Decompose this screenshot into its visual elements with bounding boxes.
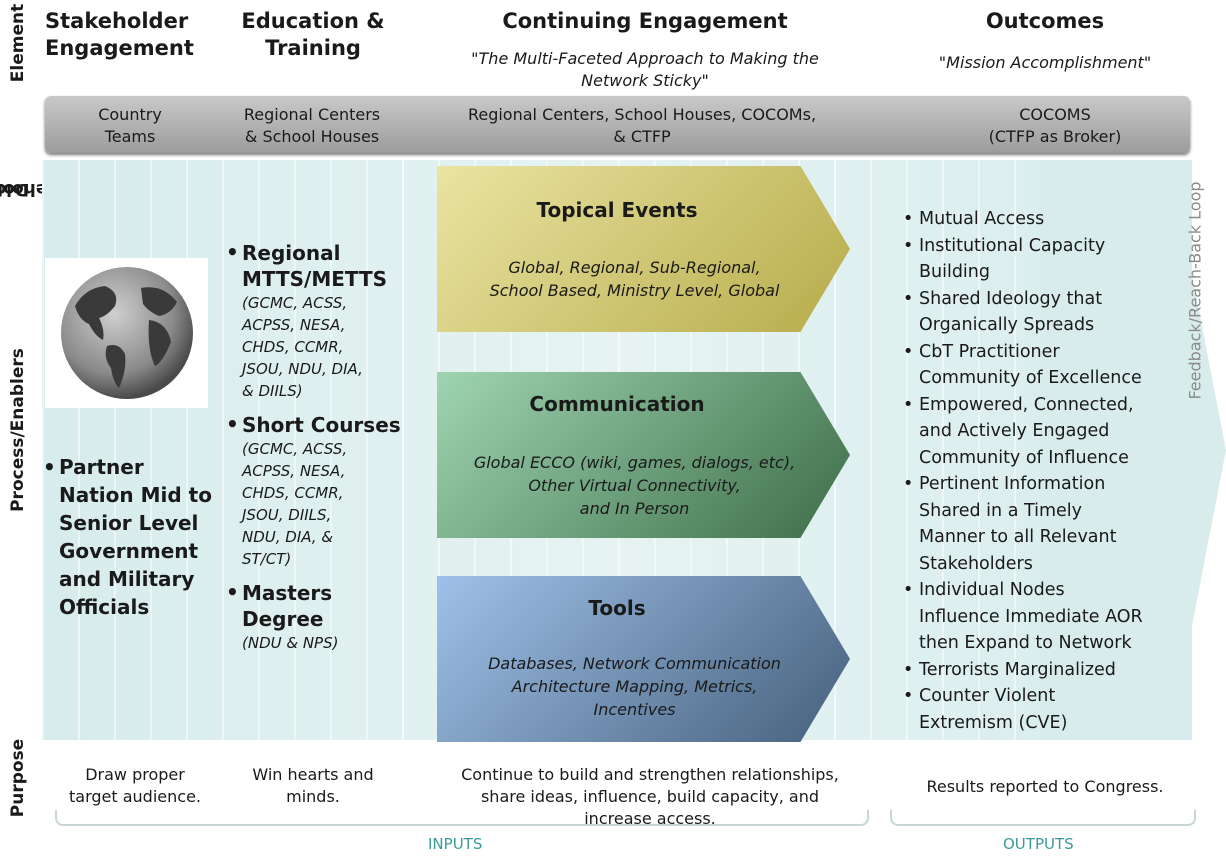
- dod-stakeholder-cocoms: COCOMS(CTFP as Broker): [988, 105, 1122, 146]
- dod-stakeholders-bar: [45, 96, 1190, 153]
- arrow-communication: [437, 372, 850, 538]
- header-continuing-engagement: Continuing Engagement: [502, 9, 788, 33]
- outputs-label: OUTPUTS: [1003, 835, 1074, 853]
- education-item-short-courses: • Short Courses (GCMC, ACSS,ACPSS, NESA,…: [226, 412, 401, 568]
- dod-stakeholder-continuing: Regional Centers, School Houses, COCOMs,…: [467, 105, 817, 146]
- outcome-item: Terrorists Marginalized: [903, 657, 1193, 684]
- inputs-brace: [55, 810, 869, 826]
- arrow-communication-body: Global ECCO (wiki, games, dialogs, etc),…: [473, 453, 796, 518]
- dod-stakeholder-regional-centers: Regional Centers& School Houses: [243, 105, 381, 146]
- arrow-communication-title: Communication: [529, 392, 705, 416]
- outcome-item: Mutual Access: [903, 206, 1193, 233]
- arrow-tools-title: Tools: [588, 596, 646, 620]
- arrow-topical-events: [437, 166, 850, 332]
- feedback-loop-label: Feedback/Reach-Back Loop: [1185, 180, 1205, 400]
- outputs-brace: [890, 810, 1196, 826]
- globe-icon: [45, 258, 208, 408]
- header-outcomes: Outcomes: [985, 9, 1105, 33]
- subtitle-outcomes: "Mission Accomplishment": [938, 53, 1152, 72]
- purpose-outcomes: Results reported to Congress.: [926, 777, 1164, 796]
- purpose-continuing: Continue to build and strengthen relatio…: [461, 765, 839, 828]
- header-education-training: Education &Training: [241, 9, 385, 60]
- row-label-purpose: Purpose: [8, 738, 29, 817]
- row-label-process-enablers: Process/Enablers: [8, 348, 29, 512]
- row-label-dod-stakeholders: DoDStakeholders: [0, 179, 90, 199]
- row-label-element: Element: [8, 3, 29, 82]
- outcomes-list: Mutual AccessInstitutional CapacityBuild…: [903, 206, 1193, 736]
- arrow-topical-events-title: Topical Events: [536, 198, 698, 222]
- arrow-topical-events-body: Global, Regional, Sub-Regional,School Ba…: [489, 258, 780, 300]
- outcome-item: Empowered, Connected,and Actively Engage…: [903, 392, 1193, 472]
- inputs-label: INPUTS: [428, 835, 483, 853]
- arrow-tools: [437, 576, 850, 742]
- subtitle-continuing-engagement: "The Multi-Faceted Approach to Making th…: [471, 49, 819, 90]
